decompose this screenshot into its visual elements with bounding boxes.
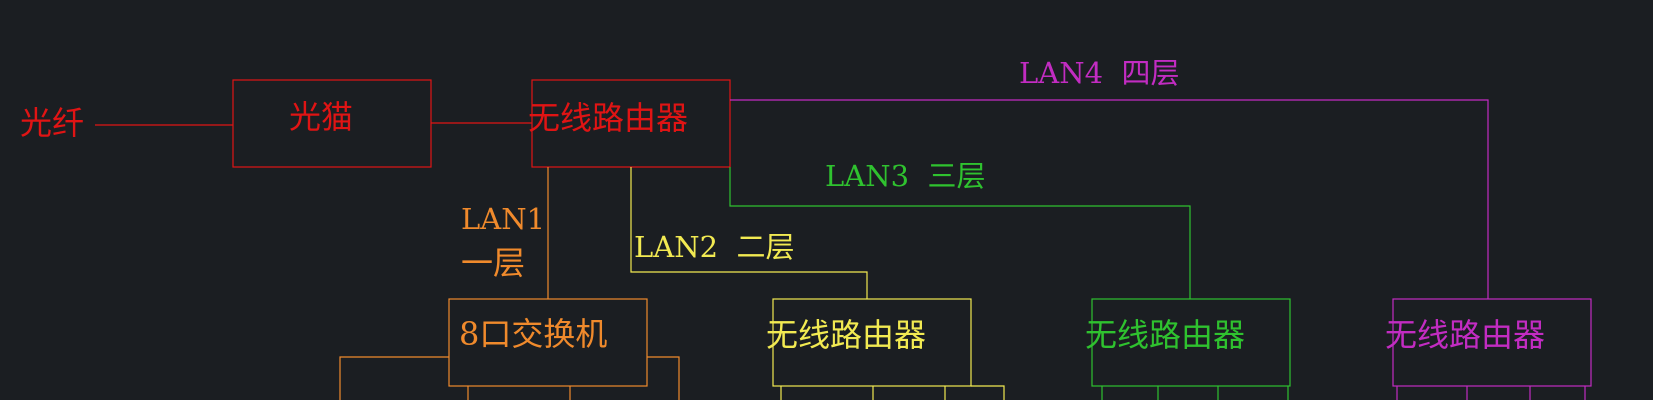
lan2-group: LAN2 二层 无线路由器	[630, 167, 1005, 400]
switch-label: 8口交换机	[459, 315, 607, 353]
switch-port-left	[339, 356, 449, 400]
lan3-line	[729, 167, 1191, 299]
router-floor4-label: 无线路由器	[1385, 316, 1545, 354]
main-router-label: 无线路由器	[528, 99, 688, 137]
router-floor3-label: 无线路由器	[1085, 316, 1245, 354]
modem-label: 光猫	[289, 98, 353, 136]
switch-box	[448, 298, 648, 387]
lan4-label: LAN4 四层	[1019, 56, 1179, 90]
router-floor2-box	[772, 298, 972, 387]
router-floor2-label: 无线路由器	[766, 316, 926, 354]
switch-port-right	[647, 356, 680, 400]
router-floor2-port-4	[971, 385, 1005, 400]
fiber-label: 光纤	[20, 104, 84, 142]
router-floor3-box	[1091, 298, 1291, 387]
lan2-line	[630, 167, 868, 299]
lan3-label: LAN3 三层	[825, 159, 985, 193]
router-floor4-box	[1392, 298, 1592, 387]
lan4-line	[730, 99, 1489, 299]
fiber-group: 光纤 光猫 无线路由器	[20, 79, 731, 168]
floor1-label: 一层	[461, 244, 525, 282]
lan2-label: LAN2 二层	[634, 230, 794, 264]
lan4-group: LAN4 四层 无线路由器	[730, 56, 1592, 400]
lan1-group: LAN1 一层 8口交换机	[339, 167, 680, 400]
lan1-label: LAN1	[461, 202, 545, 236]
lan3-group: LAN3 三层 无线路由器	[729, 159, 1291, 400]
